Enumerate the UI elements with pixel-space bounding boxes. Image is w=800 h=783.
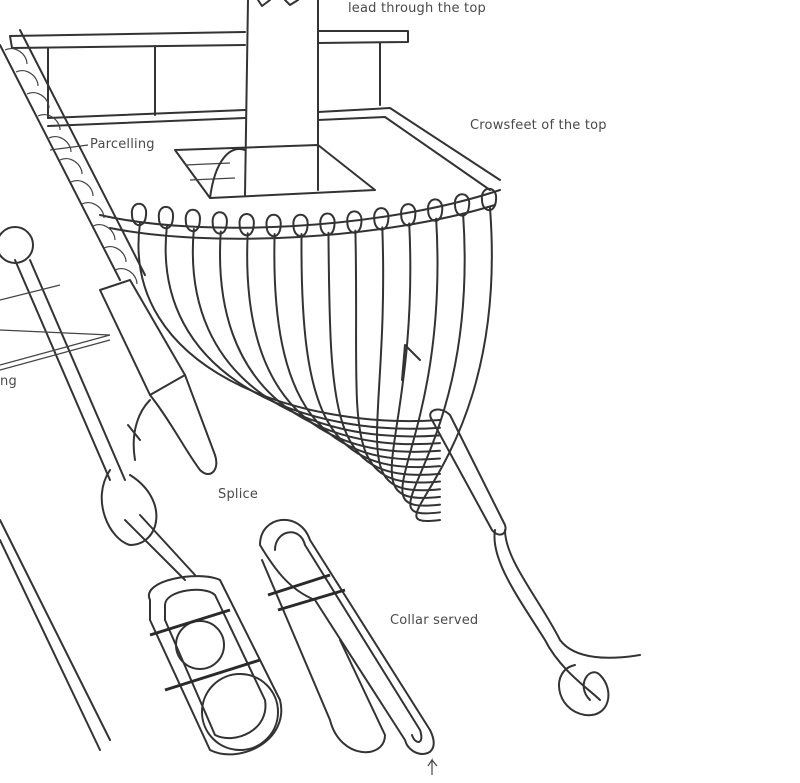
- label-collar-served: Collar served: [390, 613, 479, 628]
- crowsfoot-loop: [238, 212, 255, 237]
- crowsfoot-loop: [346, 210, 363, 234]
- crowsfoot-line: [273, 233, 441, 461]
- top-rail: [9, 30, 501, 191]
- crowsfoot-loop: [454, 193, 471, 217]
- euphroe-block: [401, 344, 641, 717]
- crowsfoot-loop: [427, 198, 444, 222]
- label-worming-partial: ng: [0, 374, 17, 389]
- crowsfoot-loop: [319, 212, 336, 236]
- crowsfoot-loop: [400, 203, 417, 227]
- leader-lines: [0, 144, 111, 366]
- crowsfoot-line: [401, 217, 441, 507]
- crowsfoot-loop: [373, 207, 390, 231]
- crowsfoot-line: [415, 207, 493, 522]
- crowsfoot-line: [219, 230, 441, 446]
- crowsfoot-loop: [157, 205, 174, 230]
- mast: [174, 0, 376, 199]
- crowsfoot-line: [164, 225, 441, 430]
- crowsfeet-lines: [130, 187, 498, 522]
- crowsfoot-line: [376, 226, 441, 492]
- collar-served: [259, 518, 438, 775]
- served-rope: [0, 226, 196, 751]
- label-crowsfeet: Crowsfeet of the top: [470, 118, 607, 133]
- crowsfoot-line: [191, 228, 441, 438]
- deadeye-frame: [147, 575, 283, 756]
- label-parcelling: Parcelling: [90, 137, 155, 152]
- crowsfoot-loop: [292, 213, 309, 238]
- stay-rope: [0, 29, 218, 475]
- crowsfoot-loop: [130, 202, 148, 227]
- crowsfoot-loop: [184, 208, 201, 233]
- crowsfoot-loop: [480, 187, 498, 212]
- crowsfoot-line: [390, 222, 441, 499]
- crowsfoot-line: [354, 229, 441, 484]
- crowsfoot-loop: [265, 213, 282, 238]
- crowsfoot-line: [327, 231, 441, 476]
- label-lead-through: lead through the top: [348, 1, 486, 16]
- crowsfoot-loop: [211, 211, 228, 235]
- label-splice: Splice: [218, 487, 259, 502]
- crowsfoot-line: [300, 232, 441, 469]
- crowsfoot-line: [137, 222, 441, 422]
